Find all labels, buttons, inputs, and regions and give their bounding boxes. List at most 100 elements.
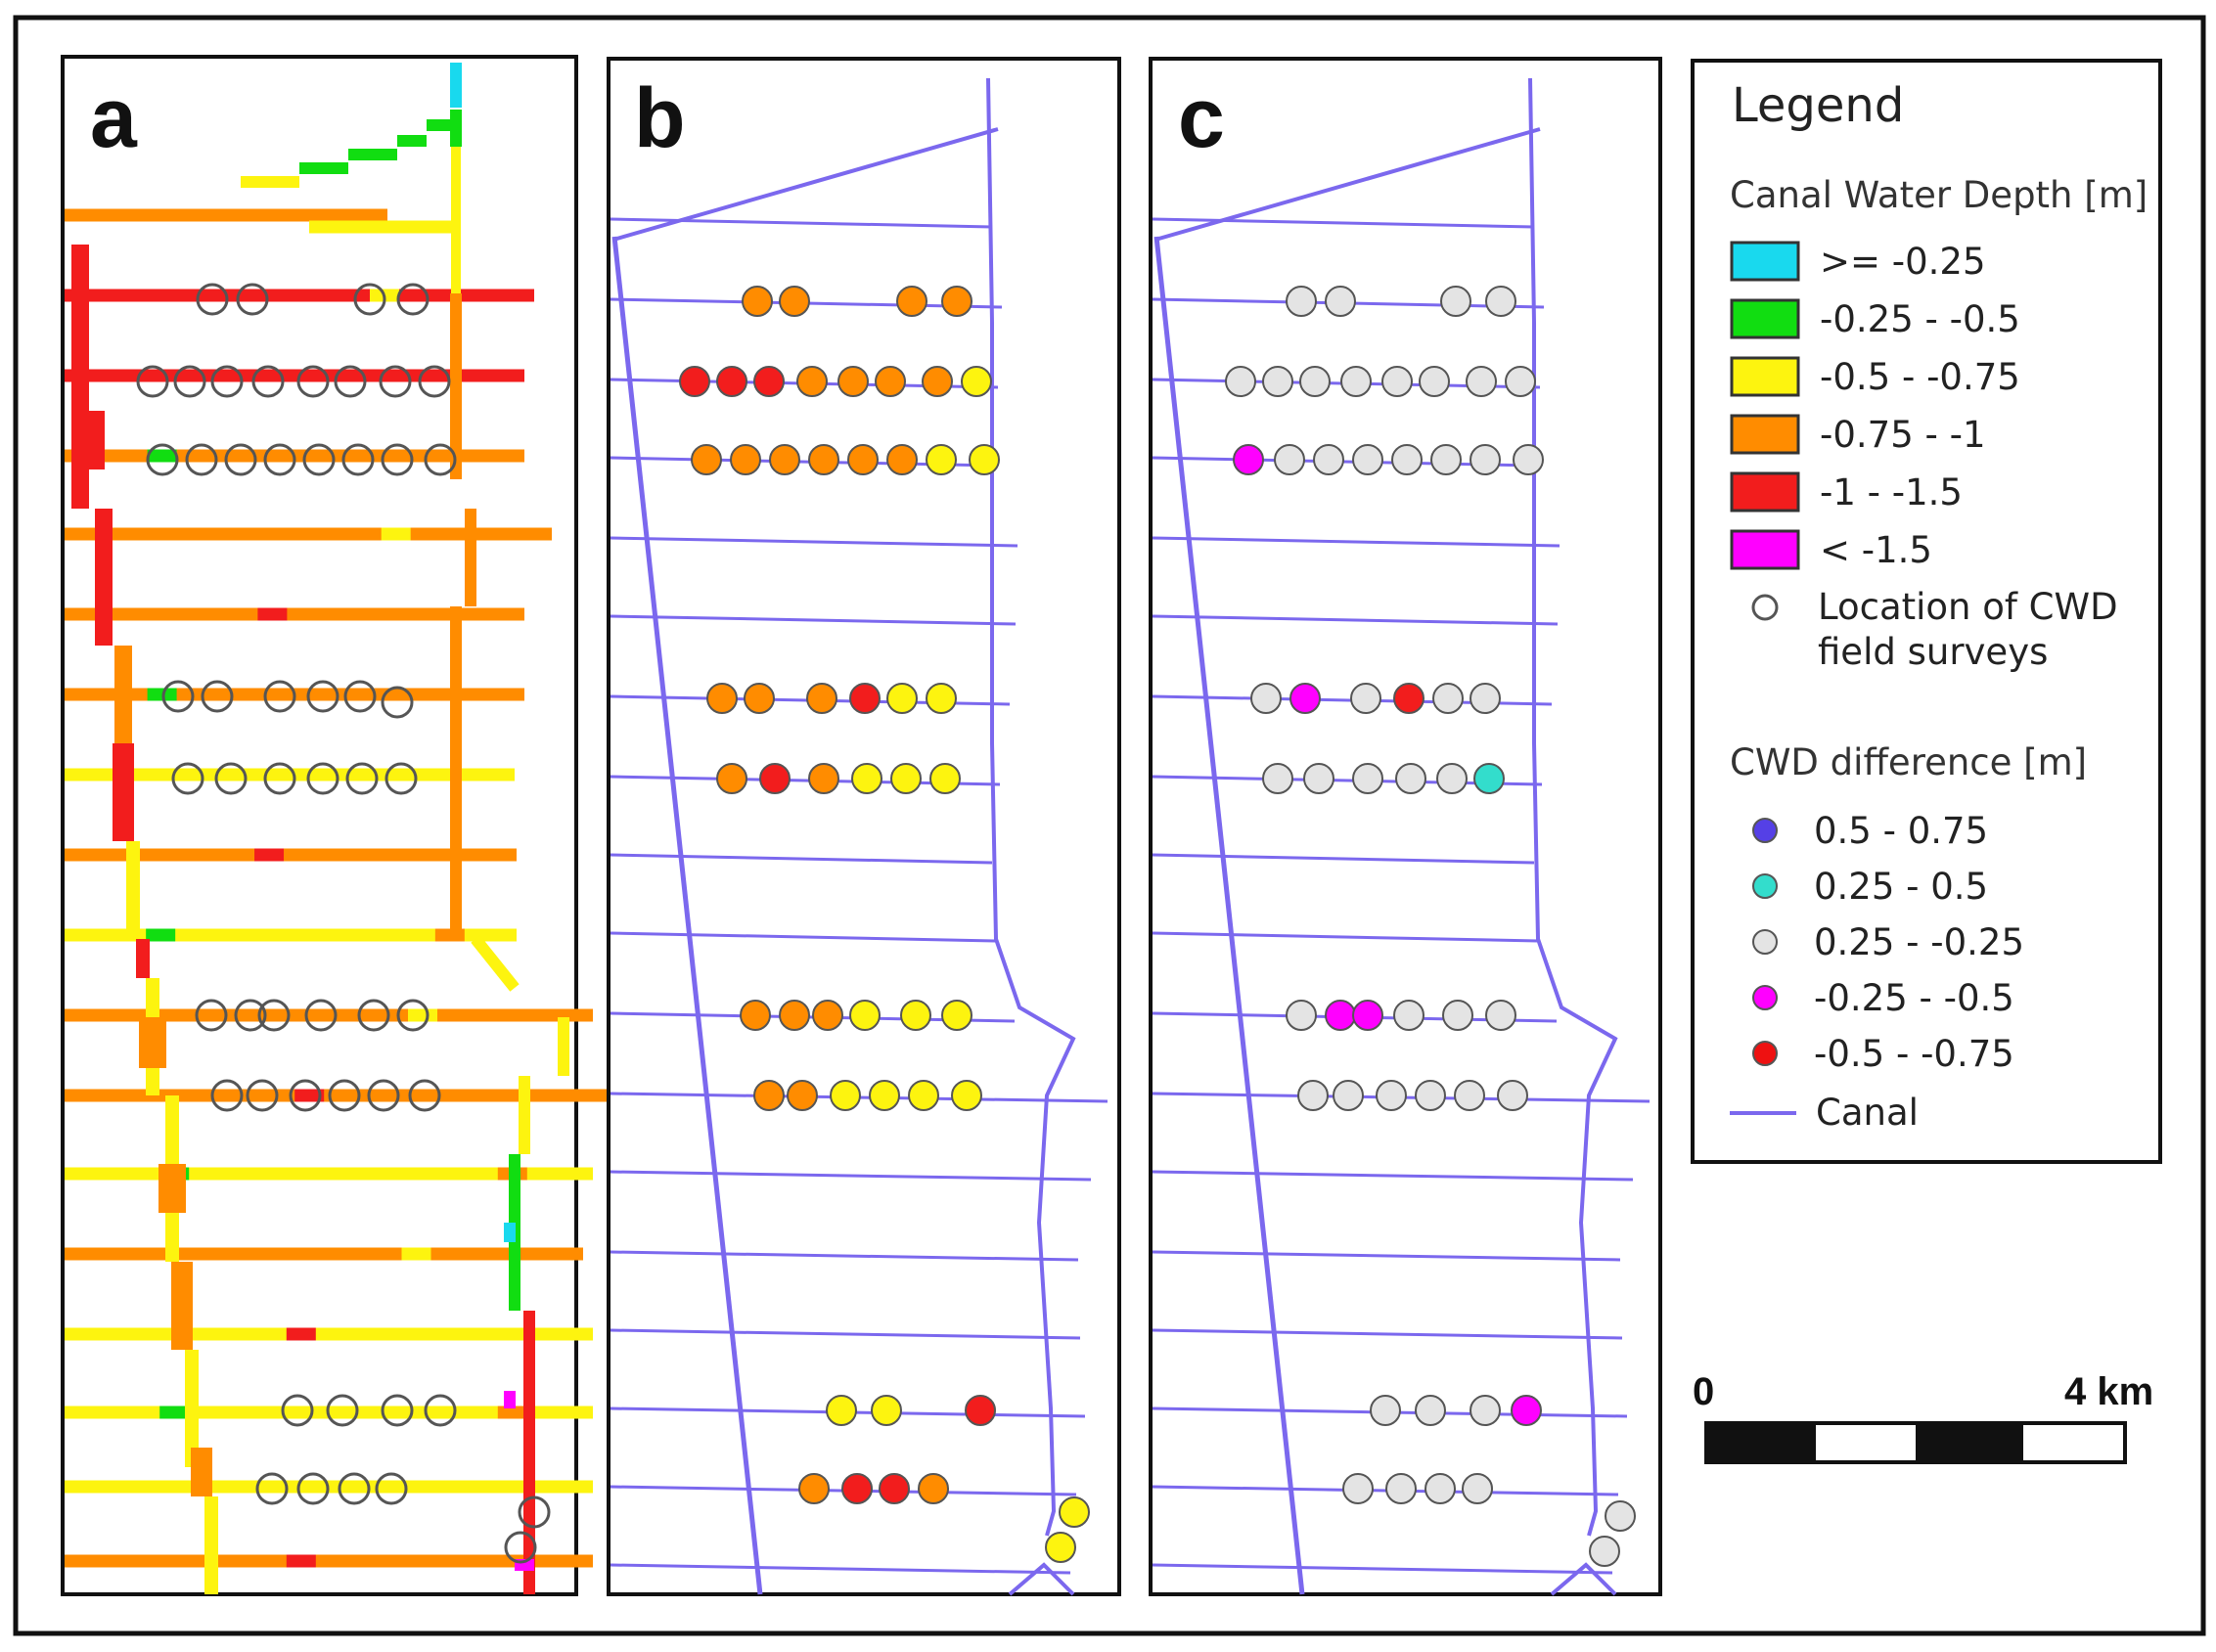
scale-bar: 0 4 km (1693, 1370, 2153, 1464)
survey-point-depth (706, 683, 738, 714)
survey-location (334, 365, 367, 398)
survey-point-depth (849, 1000, 881, 1031)
canal-row (1152, 614, 1559, 626)
survey-point-depth (753, 1080, 785, 1111)
survey-point-depth (808, 763, 839, 794)
survey-location (343, 680, 377, 713)
canal-row (1152, 1485, 1619, 1496)
survey-location (304, 999, 338, 1032)
survey-location (341, 443, 375, 476)
scale-segment-2 (1812, 1421, 1920, 1464)
survey-point-difference (1505, 366, 1536, 397)
survey-point-difference (1485, 286, 1516, 317)
survey-point-difference (1605, 1500, 1636, 1532)
canal-network-b (610, 77, 1108, 1596)
survey-point-depth (798, 1473, 830, 1504)
canal-row (610, 1170, 1092, 1182)
survey-point-difference (1299, 366, 1331, 397)
survey-point-depth (716, 366, 747, 397)
canal-row (610, 614, 1017, 626)
canal-west-diagonal (611, 236, 763, 1595)
survey-point-difference (1342, 1473, 1374, 1504)
legend-depth-label: -0.5 - -0.75 (1820, 356, 2020, 398)
canal-row (1152, 1170, 1634, 1182)
survey-point-difference (1442, 1000, 1473, 1031)
scale-segment-1 (1704, 1421, 1816, 1464)
legend-diff-symbol (1752, 1041, 1778, 1066)
legend-depth-label: -1 - -1.5 (1820, 471, 1963, 513)
survey-point-depth (1045, 1532, 1076, 1563)
panel-c-frame (1149, 57, 1662, 1596)
canal-east-boundary (1528, 77, 1618, 1537)
legend-depth-items: >= -0.25 -0.25 - -0.5 -0.5 - -0.75 -0.75 - … (1730, 241, 2020, 571)
legend-depth-label: -0.75 - -1 (1820, 414, 1986, 456)
survey-point-difference (1497, 1080, 1528, 1111)
legend-diff-symbol (1752, 818, 1778, 843)
survey-point-depth (769, 444, 800, 475)
survey-point-difference (1589, 1536, 1620, 1567)
survey-point-difference (1352, 1000, 1383, 1031)
survey-point-depth (837, 366, 869, 397)
survey-location (296, 1472, 330, 1505)
survey-location (146, 443, 179, 476)
canal-branch (1550, 1562, 1617, 1596)
survey-point-depth (691, 444, 722, 475)
canal-row (1152, 1250, 1621, 1262)
survey-location (379, 365, 412, 398)
survey-location (367, 1079, 400, 1112)
scale-segment-4 (2019, 1421, 2127, 1464)
cwd-difference-points-c (1225, 286, 1636, 1567)
legend-survey-item: Location of CWD field surveys (1751, 586, 2118, 673)
canal-row (610, 217, 993, 229)
survey-point-depth (806, 683, 837, 714)
survey-point-difference (1225, 366, 1256, 397)
survey-location (281, 1394, 314, 1427)
survey-point-difference (1274, 444, 1305, 475)
survey-point-difference (1333, 1080, 1364, 1111)
survey-point-difference (1430, 444, 1462, 475)
survey-point-depth (826, 1395, 857, 1426)
survey-point-depth (926, 683, 957, 714)
survey-location (196, 283, 229, 316)
survey-point-depth (787, 1080, 818, 1111)
survey-location (384, 762, 418, 795)
survey-point-difference (1485, 1000, 1516, 1031)
survey-point-difference (1470, 683, 1501, 714)
survey-point-difference (1470, 1395, 1501, 1426)
survey-location (201, 680, 234, 713)
survey-point-difference (1352, 763, 1383, 794)
survey-point-depth (716, 763, 747, 794)
legend-survey-label-2: field surveys (1818, 631, 2048, 673)
survey-point-depth (730, 444, 761, 475)
survey-point-depth (679, 366, 710, 397)
survey-point-depth (922, 366, 953, 397)
survey-point-depth (742, 286, 773, 317)
scale-end-label: 4 km (2064, 1370, 2153, 1413)
survey-point-difference (1415, 1395, 1446, 1426)
survey-point-difference (1425, 1473, 1456, 1504)
survey-location (326, 1394, 359, 1427)
survey-location (424, 443, 457, 476)
canal-row (1152, 217, 1535, 229)
canal-row (1152, 1328, 1623, 1340)
survey-point-depth (779, 1000, 810, 1031)
survey-location (357, 999, 390, 1032)
survey-point-depth (871, 1395, 902, 1426)
survey-point-depth (875, 366, 906, 397)
survey-location (234, 999, 267, 1032)
survey-point-difference (1262, 366, 1293, 397)
panel-b: b (607, 57, 1121, 1596)
canal-row (1152, 536, 1560, 548)
survey-point-depth (941, 1000, 972, 1031)
survey-point-difference (1440, 286, 1471, 317)
survey-point-depth (796, 366, 828, 397)
canal-west-diagonal (1153, 236, 1305, 1595)
legend-depth-label: -0.25 - -0.5 (1820, 298, 2020, 340)
survey-location (306, 762, 339, 795)
survey-point-difference (1297, 1080, 1329, 1111)
legend-depth-label: >= -0.25 (1820, 241, 1986, 283)
survey-location (185, 443, 218, 476)
survey-point-difference (1250, 683, 1282, 714)
survey-point-depth (890, 763, 922, 794)
survey-point-depth (900, 1000, 931, 1031)
